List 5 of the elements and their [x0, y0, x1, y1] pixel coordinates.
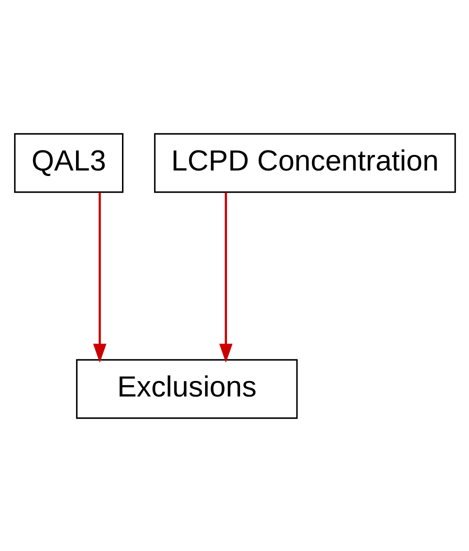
node-box: QAL3: [14, 132, 123, 192]
arrow: [218, 192, 232, 362]
node-box: LCPD Concentration: [154, 132, 456, 192]
arrow: [92, 192, 106, 362]
node-box: Exclusions: [76, 358, 298, 418]
